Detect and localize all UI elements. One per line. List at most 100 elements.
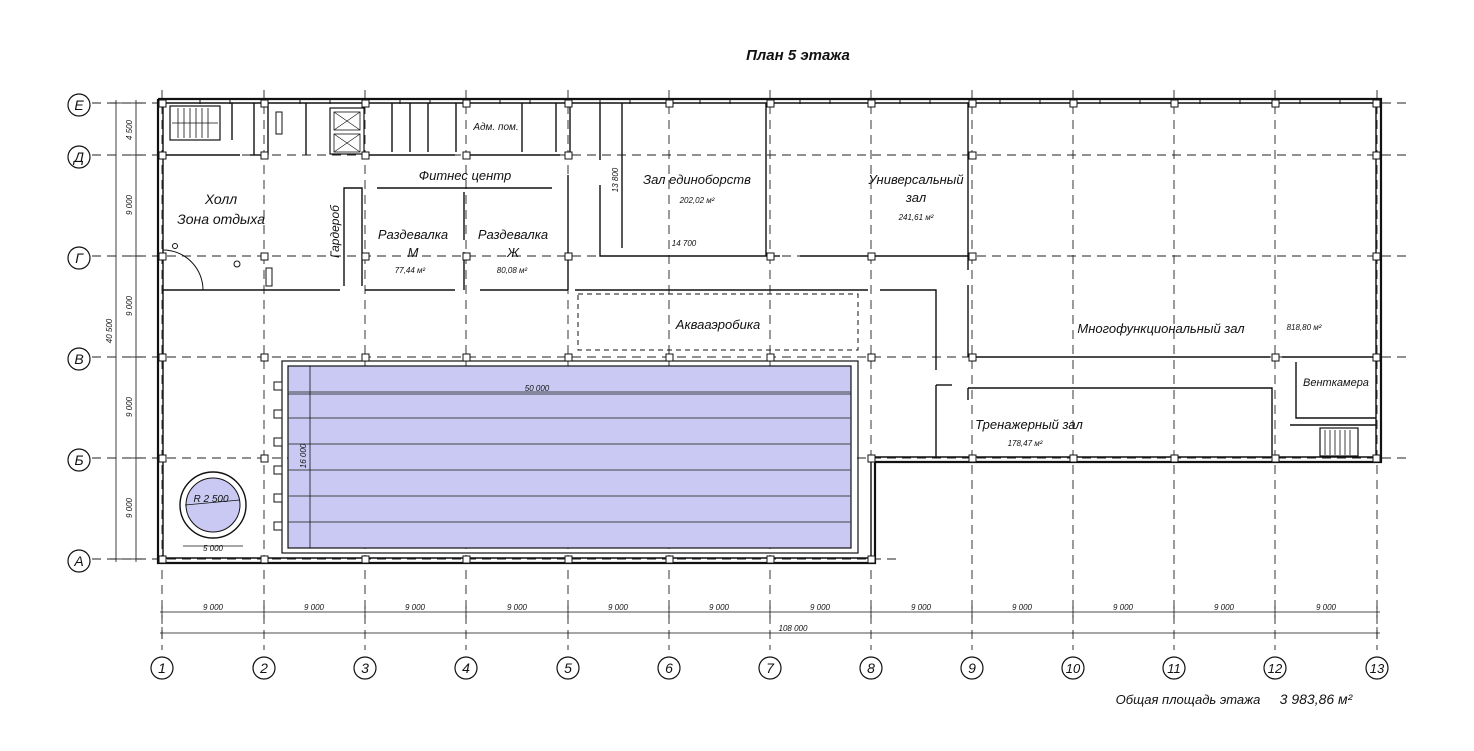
svg-text:4: 4 <box>462 660 470 676</box>
svg-text:8: 8 <box>867 660 875 676</box>
room-multi-area: 818,80 м² <box>1287 323 1322 332</box>
room-locker-f-area: 80,08 м² <box>497 266 528 275</box>
axis-marker-5: 5 <box>556 656 580 680</box>
room-gym-area: 178,47 м² <box>1008 439 1043 448</box>
bay-span-10: 9 000 <box>1113 603 1134 612</box>
row-axis-markers: Е Д Г В Б А <box>67 93 91 573</box>
svg-text:5: 5 <box>564 660 572 676</box>
room-vent: Венткамера <box>1303 377 1369 389</box>
room-hall-line2: Зона отдыха <box>177 211 265 227</box>
bay-span-1: 9 000 <box>203 603 224 612</box>
overall-depth: 40 500 <box>105 318 114 343</box>
axis-marker-A: А <box>67 549 91 573</box>
bay-span-3: 9 000 <box>405 603 426 612</box>
room-hall-line1: Холл <box>204 191 237 207</box>
inner-dimensions: 50 000 16 000 R 2 500 5 000 13 800 14 70… <box>193 167 696 553</box>
room-locker-m-line2: М <box>408 245 419 260</box>
svg-text:Е: Е <box>74 97 84 113</box>
axis-marker-B: Б <box>67 448 91 472</box>
room-locker-m-area: 77,44 м² <box>395 266 426 275</box>
total-area-value: 3 983,86 м² <box>1280 691 1354 707</box>
bay-span-7: 9 000 <box>810 603 831 612</box>
room-universal-area: 241,61 м² <box>898 213 934 222</box>
room-dojo-area: 202,02 м² <box>679 196 715 205</box>
svg-text:9: 9 <box>968 660 976 676</box>
jacuzzi-radius-label: R 2 500 <box>193 494 228 505</box>
axis-marker-11: 11 <box>1162 656 1186 680</box>
svg-text:1: 1 <box>158 660 166 676</box>
axis-marker-G: Г <box>67 246 91 270</box>
svg-text:12: 12 <box>1268 661 1283 676</box>
axis-marker-V: В <box>67 347 91 371</box>
room-dojo: Зал единоборств <box>643 172 751 187</box>
room-labels: Адм. пом. Фитнес центр Холл Зона отдыха … <box>177 122 1369 448</box>
room-universal-line1: Универсальный <box>867 172 963 187</box>
jacuzzi-diameter-label: 5 000 <box>203 544 224 553</box>
room-locker-m-line1: Раздевалка <box>378 227 448 242</box>
room-gym: Тренажерный зал <box>975 417 1083 432</box>
axis-marker-12: 12 <box>1263 656 1287 680</box>
axis-marker-2: 2 <box>252 656 276 680</box>
row-span-2: 9 000 <box>125 194 134 215</box>
bottom-dimension-chain: 9 000 9 000 9 000 9 000 9 000 9 000 9 00… <box>160 603 1380 639</box>
total-area-label: Общая площадь этажа <box>1116 692 1261 707</box>
axis-marker-7: 7 <box>758 656 782 680</box>
bay-span-8: 9 000 <box>911 603 932 612</box>
room-locker-f-line2: Ж <box>506 245 520 260</box>
bay-span-11: 9 000 <box>1214 603 1235 612</box>
plan-title: План 5 этажа <box>746 47 850 64</box>
room-aqua: Аквааэробика <box>675 317 760 332</box>
pool-water <box>287 365 852 549</box>
axis-marker-13: 13 <box>1365 656 1389 680</box>
swimming-pool <box>273 360 859 554</box>
svg-text:В: В <box>74 351 83 367</box>
structural-columns <box>158 99 1381 564</box>
bay-span-6: 9 000 <box>709 603 730 612</box>
bay-span-2: 9 000 <box>304 603 325 612</box>
svg-text:Б: Б <box>74 452 83 468</box>
row-span-5: 9 000 <box>125 497 134 518</box>
room-adm: Адм. пом. <box>472 122 518 133</box>
pool-width-label: 16 000 <box>299 443 308 468</box>
svg-text:А: А <box>73 553 83 569</box>
svg-text:7: 7 <box>766 660 775 676</box>
svg-text:13: 13 <box>1370 661 1385 676</box>
axis-marker-E: Е <box>67 93 91 117</box>
overall-width: 108 000 <box>779 624 808 633</box>
row-span-4: 9 000 <box>125 396 134 417</box>
bay-span-12: 9 000 <box>1316 603 1337 612</box>
bay-span-4: 9 000 <box>507 603 528 612</box>
axis-marker-10: 10 <box>1061 656 1085 680</box>
room-locker-f-line1: Раздевалка <box>478 227 548 242</box>
svg-text:10: 10 <box>1066 661 1081 676</box>
bay-span-5: 9 000 <box>608 603 629 612</box>
axis-marker-8: 8 <box>859 656 883 680</box>
room-multi: Многофункциональный зал <box>1077 321 1245 336</box>
room-universal-line2: зал <box>905 190 927 205</box>
interior-walls <box>162 103 1376 458</box>
svg-text:3: 3 <box>361 660 369 676</box>
svg-text:11: 11 <box>1167 661 1181 676</box>
dojo-width-label: 14 700 <box>672 239 697 248</box>
axis-marker-1: 1 <box>150 656 174 680</box>
axis-marker-D: Д <box>67 145 91 169</box>
left-dimension-chain: 4 500 9 000 9 000 9 000 9 000 40 500 <box>105 100 142 562</box>
svg-text:Д: Д <box>72 149 84 165</box>
room-fitness: Фитнес центр <box>419 168 511 183</box>
axis-marker-6: 6 <box>657 656 681 680</box>
jacuzzi <box>179 471 247 547</box>
svg-text:Г: Г <box>75 250 84 266</box>
axis-marker-9: 9 <box>960 656 984 680</box>
row-span-3: 9 000 <box>125 295 134 316</box>
pool-length-label: 50 000 <box>525 384 550 393</box>
bay-span-9: 9 000 <box>1012 603 1033 612</box>
dojo-height-label: 13 800 <box>611 167 620 192</box>
svg-text:6: 6 <box>665 660 673 676</box>
room-wardrobe: Гардероб <box>328 204 342 258</box>
axis-marker-4: 4 <box>454 656 478 680</box>
svg-text:2: 2 <box>259 660 268 676</box>
row-span-1: 4 500 <box>125 119 134 140</box>
column-axis-markers: 1 2 3 4 5 6 7 8 9 10 11 12 13 <box>150 656 1389 680</box>
axis-marker-3: 3 <box>353 656 377 680</box>
